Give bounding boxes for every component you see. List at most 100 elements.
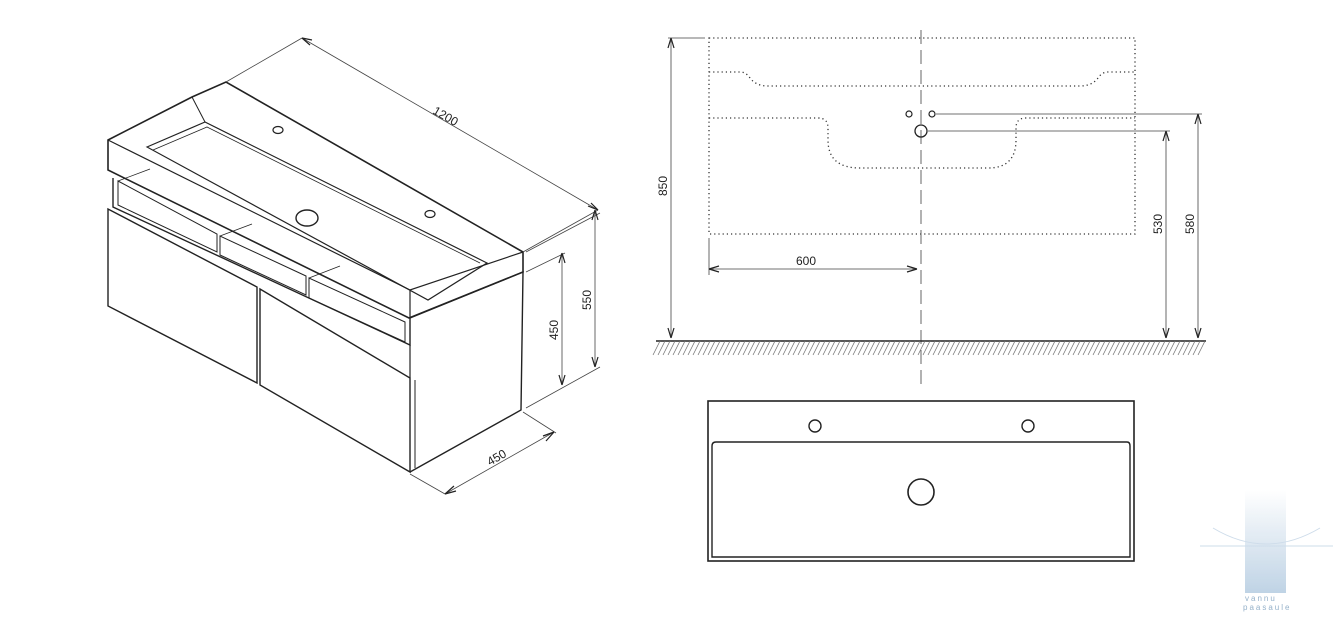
hatch-line (697, 340, 706, 356)
hatch-line (1027, 340, 1036, 356)
hatch-line (912, 340, 921, 356)
hatch-line (1137, 340, 1146, 356)
hatch-line (1182, 340, 1191, 356)
watermark-line1: vannu (1245, 594, 1277, 603)
hatch-line (837, 340, 846, 356)
dim-cabinet-height-450: 450 (547, 320, 561, 340)
hatch-line (707, 340, 716, 356)
hatch-line (1057, 340, 1066, 356)
hatch-line (1167, 340, 1176, 356)
hatch-line (1152, 340, 1161, 356)
hatch-line (677, 340, 686, 356)
hatch-line (792, 340, 801, 356)
hatch-line (667, 340, 676, 356)
hatch-line (832, 340, 841, 356)
hatch-line (1187, 340, 1196, 356)
hatch-line (1052, 340, 1061, 356)
hatch-line (657, 340, 666, 356)
hatch-line (1032, 340, 1041, 356)
hatch-line (972, 340, 981, 356)
hatch-line (1142, 340, 1151, 356)
hatch-line (1022, 340, 1031, 356)
dim-width-1200: 1200 (431, 103, 461, 129)
hatch-line (977, 340, 986, 356)
hatch-line (797, 340, 806, 356)
hatch-line (1097, 340, 1106, 356)
hatch-line (1122, 340, 1131, 356)
dim-total-height-850: 850 (656, 176, 670, 196)
watermark-line2: paasaule (1243, 603, 1291, 612)
hatch-line (1127, 340, 1136, 356)
hatch-line (907, 340, 916, 356)
hatch-line (992, 340, 1001, 356)
dim-tap-height-580: 580 (1183, 214, 1197, 234)
hatch-line (1192, 340, 1201, 356)
hatch-line (1107, 340, 1116, 356)
hatch-line (987, 340, 996, 356)
hatch-line (1147, 340, 1156, 356)
hatch-line (927, 340, 936, 356)
hatch-line (897, 340, 906, 356)
hatch-line (702, 340, 711, 356)
hatch-line (737, 340, 746, 356)
hatch-line (1042, 340, 1051, 356)
hatch-line (1112, 340, 1121, 356)
hatch-line (847, 340, 856, 356)
hatch-line (937, 340, 946, 356)
floor-hatch (652, 340, 1206, 356)
hatch-line (787, 340, 796, 356)
hatch-line (752, 340, 761, 356)
hatch-line (727, 340, 736, 356)
hatch-line (1007, 340, 1016, 356)
hatch-line (902, 340, 911, 356)
hatch-line (722, 340, 731, 356)
hatch-line (782, 340, 791, 356)
hatch-line (767, 340, 776, 356)
hatch-line (842, 340, 851, 356)
hatch-line (1002, 340, 1011, 356)
dim-depth-450: 450 (485, 446, 510, 468)
hatch-line (1017, 340, 1026, 356)
hatch-line (967, 340, 976, 356)
hatch-line (712, 340, 721, 356)
hatch-line (957, 340, 966, 356)
hatch-line (932, 340, 941, 356)
hatch-line (777, 340, 786, 356)
hatch-line (827, 340, 836, 356)
hatch-line (862, 340, 871, 356)
hatch-line (1012, 340, 1021, 356)
hatch-line (747, 340, 756, 356)
hatch-line (1047, 340, 1056, 356)
hatch-line (1062, 340, 1071, 356)
watermark-logo: vannu paasaule (1200, 490, 1333, 612)
hatch-line (857, 340, 866, 356)
hatch-line (872, 340, 881, 356)
dim-height-550: 550 (580, 290, 594, 310)
hatch-line (812, 340, 821, 356)
hatch-line (1067, 340, 1076, 356)
hatch-line (817, 340, 826, 356)
hatch-line (807, 340, 816, 356)
hatch-line (1092, 340, 1101, 356)
top-view (707, 400, 1135, 562)
hatch-line (822, 340, 831, 356)
hatch-line (662, 340, 671, 356)
hatch-line (1117, 340, 1126, 356)
hatch-line (652, 340, 661, 356)
hatch-line (997, 340, 1006, 356)
hatch-line (892, 340, 901, 356)
hatch-line (717, 340, 726, 356)
hatch-line (1087, 340, 1096, 356)
hatch-line (732, 340, 741, 356)
hatch-line (1177, 340, 1186, 356)
hatch-line (852, 340, 861, 356)
hatch-line (757, 340, 766, 356)
hatch-line (772, 340, 781, 356)
dim-offset-600: 600 (796, 254, 816, 268)
hatch-line (887, 340, 896, 356)
hatch-line (1102, 340, 1111, 356)
hatch-line (687, 340, 696, 356)
hatch-line (922, 340, 931, 356)
hatch-line (1132, 340, 1141, 356)
